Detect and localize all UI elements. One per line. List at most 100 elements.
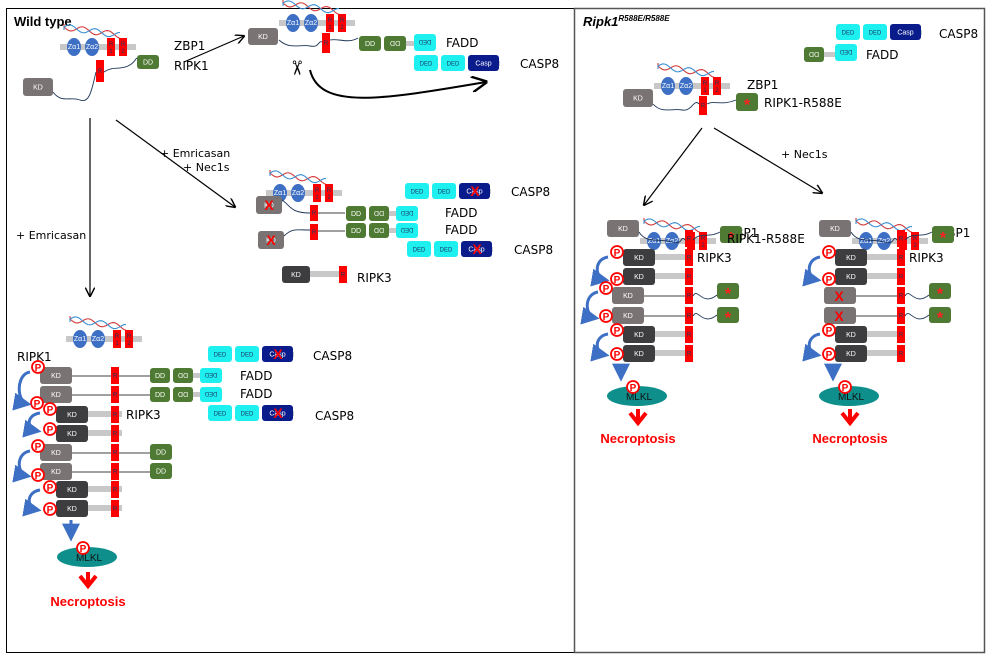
rhim-label: R [687,314,692,320]
rhim-label: R [98,69,103,75]
arrow-emricasan-nec1s [115,119,235,207]
fadd-dd-mut-label: DD [809,50,819,57]
inhibitor-x-icon: X [834,288,844,304]
fadd-en-1-ded: DED [396,206,418,221]
ripk3-rhim-mut-nec1s: R [897,249,905,266]
phospho-icon: P [822,347,836,361]
ripk1-dd-em2-1: DD [150,463,172,479]
rhim-shape [897,230,905,247]
dna-icon [69,316,127,331]
rhim-label: R [899,294,904,300]
phospho-label: P [35,363,42,374]
rhim-label: 2 [327,195,331,201]
ripk3-kd-a-mut-nec1s-0-shape [835,249,867,266]
inhibitor-x-icon: X [834,308,844,324]
ripk3-kd-b-mut-nec1s-0: KD [835,326,867,343]
arrow-mut-nec1s [713,127,822,193]
za2-domain [85,38,99,56]
phospho-icon: P [599,281,613,295]
fadd-en-1-linker [388,211,396,216]
fadd-em-0-dd2: DD [173,368,193,383]
rhim-label: R [113,507,118,513]
ripk1-dd-mid-mut-nec1s-1 [929,307,951,323]
casp8-en-2-casp-label: Casp [468,247,484,254]
za2-domain [91,330,105,348]
ripk1-kd-em-1: KD [40,386,72,403]
phospho-label: P [826,326,833,337]
ripk3-kd-a-mut-nec1s-1-label: KD [846,274,856,281]
rhim-label: R [312,230,317,236]
phospho-circle [31,468,45,482]
phospho-circle [599,281,613,295]
za1-label: Zα1 [68,44,80,51]
phospho-label: P [603,312,610,323]
ripk3-kd-en: KD [282,266,310,283]
ripk3-bar-em2 [88,486,122,492]
dna-strand [657,63,715,78]
fadd-en-2-dd2: DD [369,223,389,238]
phospho-circle [610,272,624,286]
rhim-shape [111,406,119,423]
rhim-label: R [701,236,706,242]
rhim-shape [111,444,119,461]
ripk3-bar-em [88,411,122,417]
phospho-circle [31,360,45,374]
ripk3-rhim-mut-untreated: R [685,326,693,343]
fadd-em-1-dd2-label: DD [178,390,188,397]
ripk1-kd-top-mut-untreated: KD [607,220,639,237]
necroptosis-label-wt: Necroptosis [50,594,125,609]
ripk1-dd-top-mut-nec1s-shape [932,226,954,243]
rhim-r2: R2 [119,38,127,56]
rhim-label: 2 [913,243,917,249]
autophos-arrow [590,255,610,287]
ripk3-rhim-mut-nec1s: R [897,326,905,343]
rhim-shape [339,266,347,283]
ripk3-kd-em2-1: KD [56,500,88,517]
rhim-label: 2 [340,25,344,31]
ripk3-kd-b-mut-untreated-1-label: KD [634,351,644,358]
ripk1-rhim-en-2: R [310,224,318,240]
fadd-ded-mut-label: DED [839,48,852,54]
casp8-cleave-casp-label: Casp [475,61,491,68]
fadd-en-1-ded-label: DED [400,209,413,215]
ripk1-linker-mut [652,102,700,111]
casp8-em-1-ded1: DED [208,346,232,362]
ripk1-kd-cleave-label: KD [258,34,268,41]
ripk1-kd-em2-0-label: KD [51,450,61,457]
fadd-en-1-dd2-shape [369,206,389,221]
ripk3-kd-b-mut-untreated-0: KD [623,326,655,343]
necroptosis-arrow [840,411,860,427]
fadd-em-1-dd2-shape [173,387,193,402]
ripk1-dd-top-mut-untreated [720,226,742,243]
rhim-label: R [113,451,118,457]
necroptosis-label-mut-untreated: Necroptosis [600,431,675,446]
casp8-label-mut: CASP8 [939,27,978,41]
casp8-em-1-casp: Casp [262,346,293,362]
ripk1-dd-top-mut-untreated-shape [720,226,742,243]
ripk1-kd-cleave-shape [248,28,278,45]
ripk1-rhim-top-mut-untreated: R [685,230,693,247]
casp8-em-1-casp-shape [262,346,293,362]
ripk3-kd-b-mut-nec1s-0-shape [835,326,867,343]
rhim-shape [113,330,121,348]
ripk3-label-em: RIPK3 [126,408,161,422]
phospho-circle [822,323,836,337]
casp8-em-1-ded2-shape [235,346,259,362]
dna-strand [63,24,121,38]
rhim-shape [685,307,693,324]
phospho-circle [610,323,624,337]
phospho-icon: P [599,309,613,323]
ripk1-mut-label-2: RIPK1-R588E [727,232,805,246]
casp8-en-1-ded2: DED [432,183,456,199]
casp8-em-1-casp-label: Casp [269,352,285,359]
rhim-shape [897,326,905,343]
ripk3-label-en: RIPK3 [357,271,392,285]
rhim-shape [685,268,693,285]
casp8-en-1-ded1-shape [405,183,429,199]
rhim-r1: R1 [107,38,115,56]
dna-icon [63,24,121,39]
ripk3-kd-b-mut-nec1s-1-shape [835,345,867,362]
cleavage-arrow [309,69,486,99]
casp8-em-1-ded2-label: DED [241,353,254,359]
ripk3-kd-em2-1-label: KD [67,506,77,513]
